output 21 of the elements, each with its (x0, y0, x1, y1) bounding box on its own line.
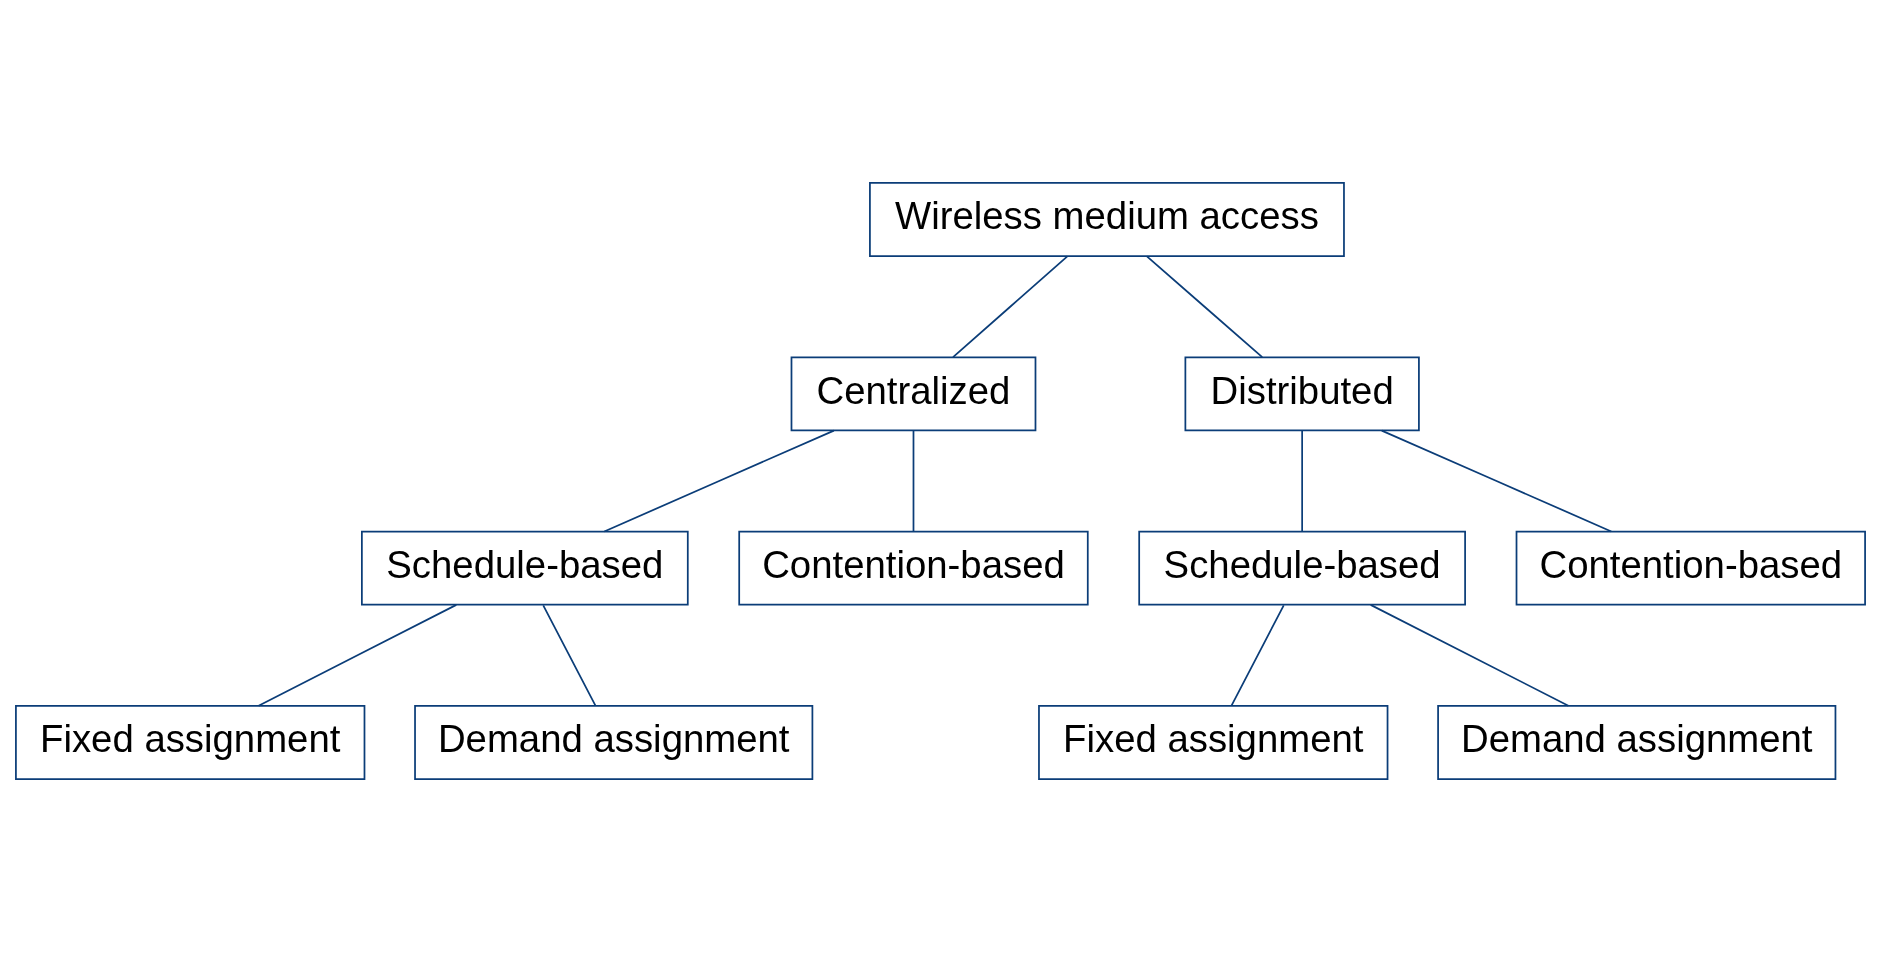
connector (1146, 255, 1264, 359)
node-box: Contention-based (1515, 530, 1866, 606)
node-box: Centralized (790, 356, 1037, 432)
node-box: Schedule-based (1138, 530, 1466, 606)
node-box: Demand assignment (1437, 704, 1837, 780)
connector (1380, 429, 1613, 533)
node-box: Demand assignment (414, 704, 814, 780)
node-box: Fixed assignment (1038, 704, 1389, 780)
connector (603, 429, 835, 533)
connector (257, 604, 458, 707)
connector (952, 255, 1069, 359)
connector (1301, 430, 1303, 532)
connector (542, 604, 597, 707)
connector (1230, 604, 1285, 707)
node-box: Contention-based (738, 530, 1089, 606)
node-box: Distributed (1184, 356, 1420, 432)
node-box: Wireless medium access (869, 182, 1345, 258)
node-box: Fixed assignment (15, 704, 366, 780)
node-box: Schedule-based (361, 530, 689, 606)
connector (912, 430, 915, 532)
connector (1369, 604, 1570, 707)
